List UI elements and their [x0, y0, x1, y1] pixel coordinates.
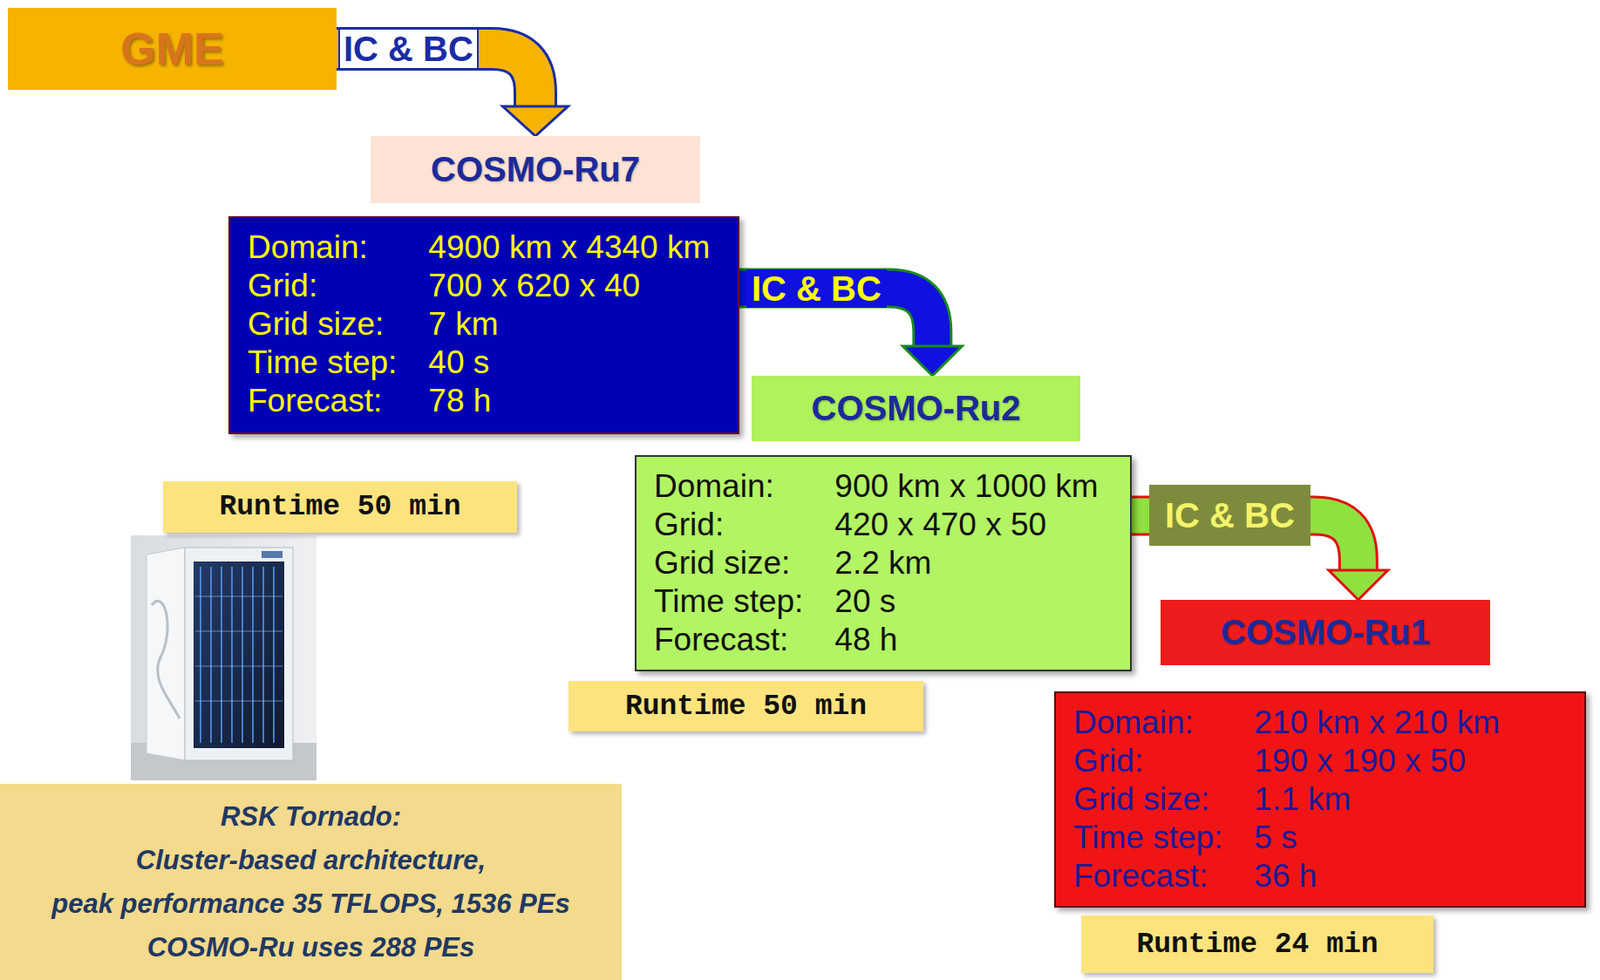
spec-name: Forecast: — [1073, 857, 1223, 896]
note-line: Cluster-based architecture, — [136, 838, 486, 883]
model-title-box: COSMO-Ru7 — [370, 136, 701, 204]
spec-name: Domain: — [247, 228, 397, 267]
arrow-head — [1328, 570, 1389, 600]
spec-value: 1.1 km — [1253, 780, 1500, 819]
spec-name: Grid size: — [1073, 780, 1223, 819]
side-swirl — [151, 600, 180, 719]
model-spec-box: Domain: 210 km x 210 km Grid: 190 x 190 x 5… — [1054, 691, 1587, 908]
spec-name: Time step: — [1073, 818, 1223, 858]
spec-name: Time step: — [247, 343, 397, 382]
spec-value: 20 s — [834, 582, 1098, 621]
spec-value: 5 s — [1253, 818, 1500, 858]
spec-name: Grid: — [1073, 742, 1223, 781]
room-background — [130, 535, 317, 781]
edge-label: IC & BC — [1149, 484, 1311, 546]
spec-value: 700 x 620 x 40 — [428, 266, 710, 306]
glass-door — [193, 561, 285, 749]
spec-value: 40 s — [428, 343, 710, 382]
arrow-head — [902, 346, 962, 376]
model-name: GME — [120, 22, 224, 75]
runtime-box: Runtime 50 min — [568, 680, 924, 732]
runtime-box: Runtime 24 min — [1081, 915, 1434, 974]
spec-name: Domain: — [1073, 703, 1223, 743]
arrow-head — [503, 106, 569, 137]
note-line: COSMO-Ru uses 288 PEs — [147, 925, 476, 970]
spec-name: Forecast: — [653, 620, 804, 660]
cabinet-front — [184, 547, 293, 761]
model-title-box: COSMO-Ru1 — [1160, 599, 1491, 666]
blue-light-stripes — [200, 566, 274, 743]
spec-value: 7 km — [428, 305, 710, 344]
model-spec-box: Domain: 900 km x 1000 km Grid: 420 x 470 x … — [634, 455, 1132, 672]
blade-rows — [195, 596, 283, 702]
spec-name: Grid size: — [247, 305, 397, 344]
spec-value: 420 x 470 x 50 — [834, 505, 1098, 545]
spec-value: 4900 km x 4340 km — [428, 228, 710, 267]
hardware-note-box: RSK Tornado:Cluster-based architecture,p… — [0, 783, 622, 980]
spec-value: 48 h — [834, 620, 1098, 660]
edge-label: IC & BC — [338, 27, 479, 70]
spec-name: Grid size: — [653, 544, 804, 583]
model-title-box: COSMO-Ru2 — [751, 375, 1081, 442]
runtime-text: Runtime 50 min — [625, 690, 867, 723]
runtime-text: Runtime 24 min — [1136, 928, 1378, 961]
spec-value: 900 km x 1000 km — [834, 467, 1098, 506]
spec-value: 210 km x 210 km — [1253, 703, 1500, 743]
spec-value: 78 h — [428, 381, 710, 421]
spec-name: Domain: — [653, 467, 804, 506]
supercomputer-photo — [130, 535, 317, 781]
model-name: COSMO-Ru2 — [811, 388, 1022, 429]
spec-value: 190 x 190 x 50 — [1253, 742, 1500, 781]
note-heading: RSK Tornado: — [220, 795, 402, 839]
logo-plate — [261, 551, 283, 559]
spec-name: Forecast: — [247, 381, 397, 421]
model-name: COSMO-Ru1 — [1220, 612, 1430, 653]
model-name: COSMO-Ru7 — [430, 149, 640, 190]
spec-value: 2.2 km — [834, 544, 1098, 583]
cabinet-side — [146, 547, 185, 761]
spec-name: Time step: — [653, 582, 804, 621]
spec-value: 36 h — [1253, 857, 1500, 896]
spec-name: Grid: — [247, 266, 397, 306]
spec-name: Grid: — [653, 505, 804, 545]
source-model-box: GME — [7, 7, 337, 90]
edge-label: IC & BC — [746, 269, 887, 308]
note-line: peak performance 35 TFLOPS, 1536 PEs — [51, 882, 570, 926]
runtime-box: Runtime 50 min — [163, 481, 518, 533]
model-spec-box: Domain: 4900 km x 4340 km Grid: 700 x 620 x… — [228, 216, 740, 435]
runtime-text: Runtime 50 min — [218, 490, 461, 524]
